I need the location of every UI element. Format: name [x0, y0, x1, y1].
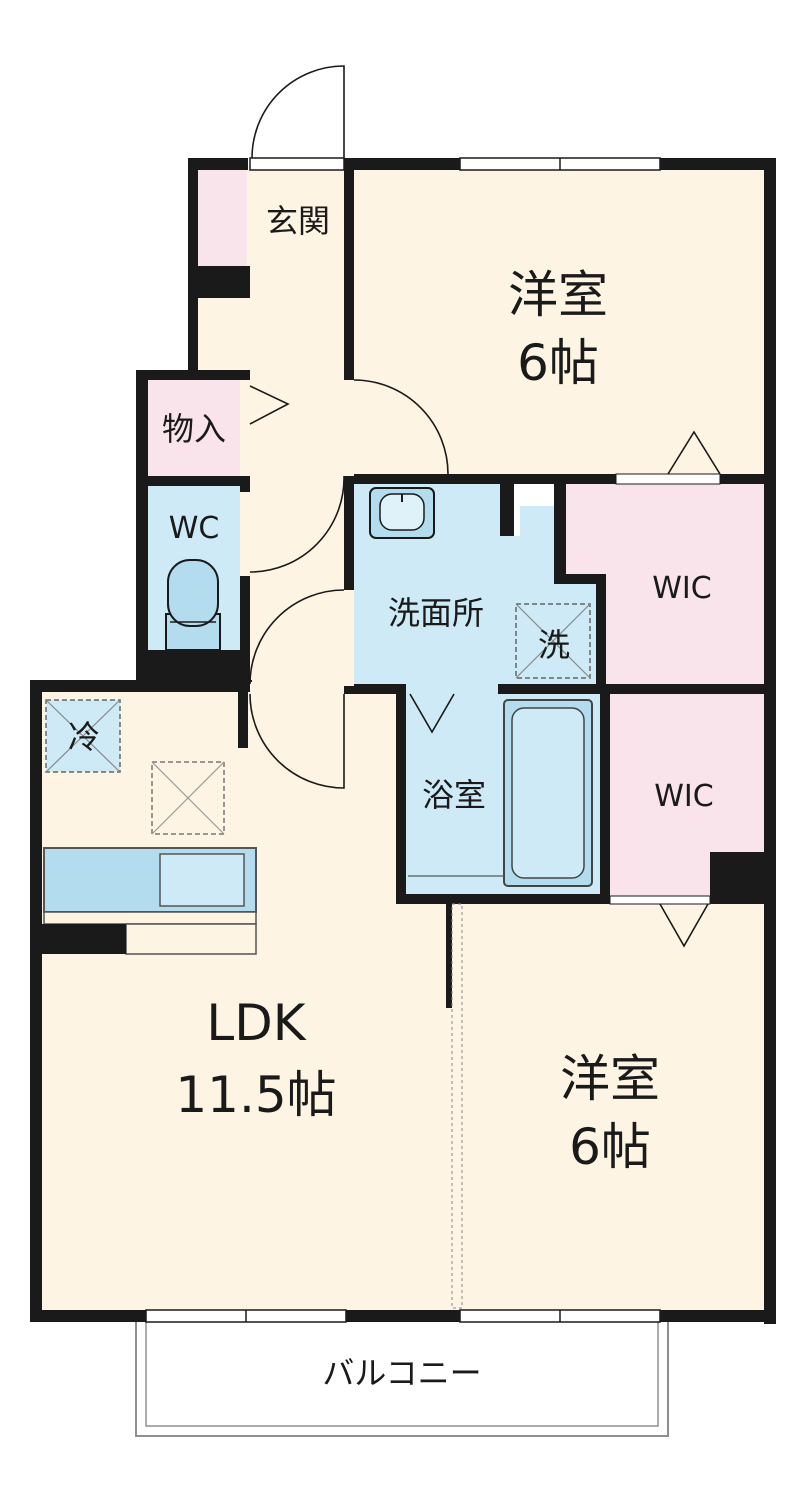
wall-wic1-step	[554, 574, 606, 584]
wall-bath-left	[396, 684, 406, 904]
front-door-swing	[251, 65, 345, 159]
washroom-label: 洗面所	[388, 594, 484, 632]
wic2-label: WIC	[654, 779, 713, 814]
wall-left-storage	[136, 370, 148, 692]
kitchen-wall-block	[42, 924, 126, 954]
wall-bath-bottom	[396, 894, 608, 904]
ldk-size: 11.5帖	[175, 1066, 336, 1124]
wc-label: WC	[169, 511, 220, 546]
balcony	[135, 1315, 669, 1437]
ldk-name: LDK	[206, 994, 306, 1052]
ldk-door-gap	[250, 682, 344, 694]
washroom-door-gap	[344, 590, 354, 686]
hood-cross-b	[151, 761, 225, 835]
fixtures	[43, 487, 593, 955]
fridge-label: 冷	[68, 718, 100, 756]
fridge-cross-b	[45, 699, 121, 773]
wall-right	[764, 158, 776, 1324]
balcony-label: バルコニー	[322, 1354, 481, 1392]
western-room-1-floor	[352, 166, 770, 482]
wc-column	[136, 650, 248, 692]
wc-door-gap	[240, 492, 250, 576]
wic1-label: WIC	[652, 571, 711, 606]
wall-storage-wc	[136, 476, 248, 486]
ldk-door-swing	[249, 693, 345, 789]
front-door-opening	[249, 157, 345, 171]
entrance-floor	[247, 166, 352, 268]
wic-1-floor	[560, 482, 770, 690]
wall-western1-bottom	[344, 474, 776, 484]
ldk-floor	[36, 686, 456, 1316]
bath-door-gap	[406, 684, 498, 694]
washer-cross-b	[515, 603, 591, 679]
entrance-label: 玄関	[266, 202, 330, 240]
storage-door-gap	[240, 380, 250, 476]
wic2-column	[710, 852, 776, 904]
western2-size: 6帖	[569, 1118, 651, 1176]
wall-left-entrance	[188, 158, 198, 380]
labels: 玄関 洋室 6帖 物入 WC 洗面所 洗 WIC 冷 浴室 WIC LDK 11…	[68, 202, 714, 1392]
wic1-door-gap	[615, 473, 721, 485]
counter-edge	[43, 911, 257, 925]
bath-label: 浴室	[422, 776, 486, 814]
wall-wc-right	[240, 476, 250, 692]
wall-washroom-nib	[500, 480, 514, 536]
storage-label: 物入	[162, 410, 226, 448]
bathtub-inner	[511, 707, 585, 879]
wall-wic1-left-lower	[596, 574, 606, 694]
western1-door-gap	[344, 380, 354, 476]
storage-door-swing	[249, 385, 290, 425]
western1-size: 6帖	[517, 334, 599, 392]
toilet-bowl	[167, 559, 219, 627]
wall-left-ldk	[30, 680, 42, 1322]
wall-washroom-left	[344, 474, 354, 692]
wall-bottom	[30, 1310, 776, 1322]
range-hood	[151, 761, 225, 835]
western1-name: 洋室	[508, 266, 608, 324]
entrance-column	[196, 266, 250, 298]
western1-door-swing	[353, 379, 449, 475]
western2-name: 洋室	[560, 1050, 660, 1108]
ldk-partition-stub	[446, 900, 456, 1008]
shoe-closet	[196, 166, 247, 268]
wall-hall-right	[344, 158, 354, 380]
balcony-outer	[135, 1315, 669, 1437]
wall-top-entrance	[188, 158, 248, 170]
kitchen-sink	[159, 853, 245, 907]
openings	[145, 157, 721, 1323]
wall-wic1-left-upper	[554, 480, 566, 580]
ldk-door-stub	[238, 692, 248, 748]
wall-washroom-bottom	[344, 684, 776, 694]
wall-top-storage	[136, 370, 248, 380]
wic1-door-swing	[667, 430, 721, 475]
doors	[249, 65, 721, 948]
bath-door-swing	[409, 693, 455, 734]
wic2-door-gap	[609, 895, 711, 905]
storage-closet-floor	[144, 376, 246, 480]
western-room-2-floor	[456, 896, 770, 1316]
wall-bath-wic2	[600, 684, 610, 904]
washroom-door-swing	[249, 589, 345, 685]
counter-base	[125, 923, 257, 955]
hall-door-swing	[249, 475, 345, 573]
washer-label: 洗	[538, 626, 570, 664]
wic2-door-swing	[659, 903, 709, 948]
sliding-partition	[451, 903, 463, 1309]
